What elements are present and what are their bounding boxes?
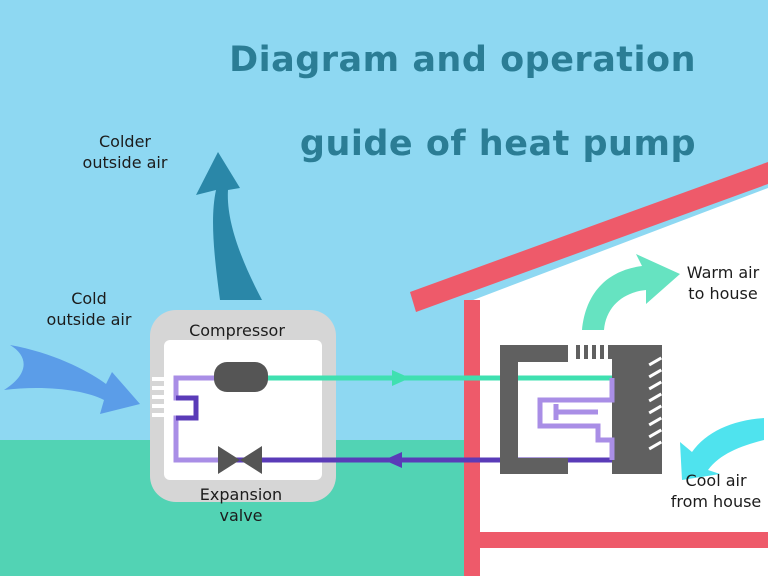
label-colder-line-2: outside air	[82, 153, 168, 172]
compressor	[214, 362, 268, 392]
label-expansion-line-2: valve	[219, 506, 263, 525]
outdoor-coil-inner	[176, 395, 199, 421]
house-roof	[410, 162, 768, 312]
label-warm-line-2: to house	[688, 284, 758, 303]
label-warm-air-to-house: Warm air to house	[668, 262, 768, 304]
indoor-coil	[537, 378, 615, 460]
label-cold-outside-air: Cold outside air	[34, 288, 144, 330]
indoor-unit-top-vents	[576, 345, 612, 359]
label-warm-line-1: Warm air	[686, 263, 760, 282]
colder-air-arrow	[196, 152, 262, 300]
warm-air-arrow	[582, 254, 680, 330]
hot-line-flow-arrow	[392, 370, 410, 386]
outdoor-unit-window	[164, 340, 322, 480]
label-expansion-line-1: Expansion	[199, 485, 283, 504]
label-cool-line-2: from house	[670, 492, 762, 511]
title-line-2: guide of heat pump	[299, 124, 696, 164]
indoor-unit	[500, 345, 663, 474]
house-left-wall	[464, 300, 480, 576]
outdoor-unit-vents	[152, 377, 166, 417]
label-compressor: Compressor	[182, 320, 292, 341]
cool-air-arrow	[680, 418, 764, 480]
house-floor	[464, 532, 768, 548]
title-line-1: Diagram and operation	[229, 40, 696, 80]
label-expansion-valve: Expansion valve	[186, 484, 296, 526]
label-colder-outside-air: Colder outside air	[70, 131, 180, 173]
label-cold-line-1: Cold	[71, 289, 107, 308]
label-cool-air-from-house: Cool air from house	[660, 470, 768, 512]
cold-air-arrow	[4, 345, 140, 414]
outdoor-unit	[150, 310, 336, 502]
indoor-unit-frame-left	[500, 345, 568, 474]
label-colder-line-1: Colder	[99, 132, 151, 151]
label-compressor-text: Compressor	[189, 321, 285, 340]
expansion-valve	[218, 446, 262, 474]
cold-line-flow-arrow	[384, 452, 402, 468]
indoor-unit-side-vents	[648, 356, 663, 451]
label-cool-line-1: Cool air	[685, 471, 747, 490]
label-cold-line-2: outside air	[46, 310, 132, 329]
